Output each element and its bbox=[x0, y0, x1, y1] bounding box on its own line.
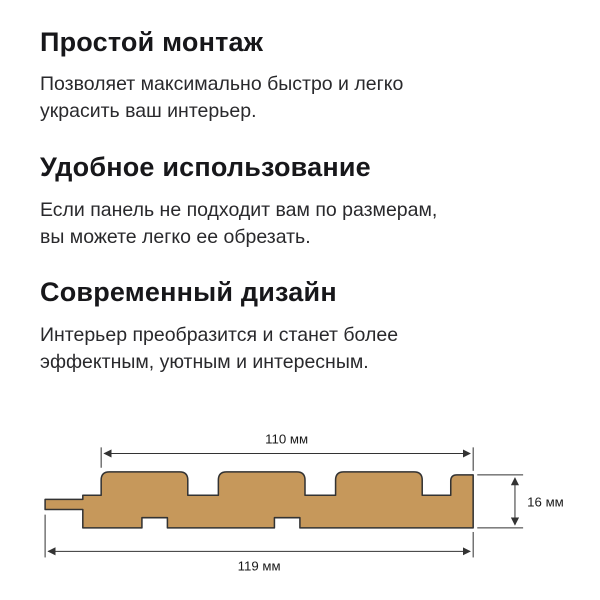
section-text: Интерьер преобразится и станет более эфф… bbox=[40, 322, 560, 376]
dim-right-label: 16 мм bbox=[527, 494, 564, 509]
panel-diagram-svg: 110 мм 16 мм 119 мм bbox=[44, 431, 564, 573]
text-line: Если панель не подходит вам по размерам, bbox=[40, 198, 438, 221]
section-easy-install: Простой монтаж Позволяет максимально быс… bbox=[40, 26, 560, 125]
section-modern-design: Современный дизайн Интерьер преобразится… bbox=[40, 276, 560, 375]
text-line: вы можете легко ее обрезать. bbox=[40, 225, 311, 248]
section-convenient-use: Удобное использование Если панель не под… bbox=[40, 151, 560, 250]
section-text: Позволяет максимально быстро и легко укр… bbox=[40, 71, 560, 125]
text-line: эффектным, уютным и интересным. bbox=[40, 350, 369, 373]
dim-bottom-label: 119 мм bbox=[238, 558, 281, 573]
dimension-right bbox=[477, 473, 524, 529]
text-line: Интерьер преобразится и станет более bbox=[40, 323, 399, 346]
panel-cross-section-diagram: 110 мм 16 мм 119 мм bbox=[40, 431, 564, 584]
dim-top-label: 110 мм bbox=[265, 431, 308, 446]
text-line: украсить ваш интерьер. bbox=[40, 100, 257, 123]
section-title: Простой монтаж bbox=[40, 27, 264, 57]
section-title: Удобное использование bbox=[40, 152, 371, 183]
section-title: Современный дизайн bbox=[40, 277, 337, 308]
section-text: Если панель не подходит вам по размерам,… bbox=[40, 197, 560, 251]
dimension-bottom bbox=[44, 514, 474, 558]
text-line: Позволяет максимально быстро и легко bbox=[40, 73, 404, 96]
panel-profile-shape bbox=[44, 470, 474, 529]
dimension-top bbox=[100, 446, 474, 471]
